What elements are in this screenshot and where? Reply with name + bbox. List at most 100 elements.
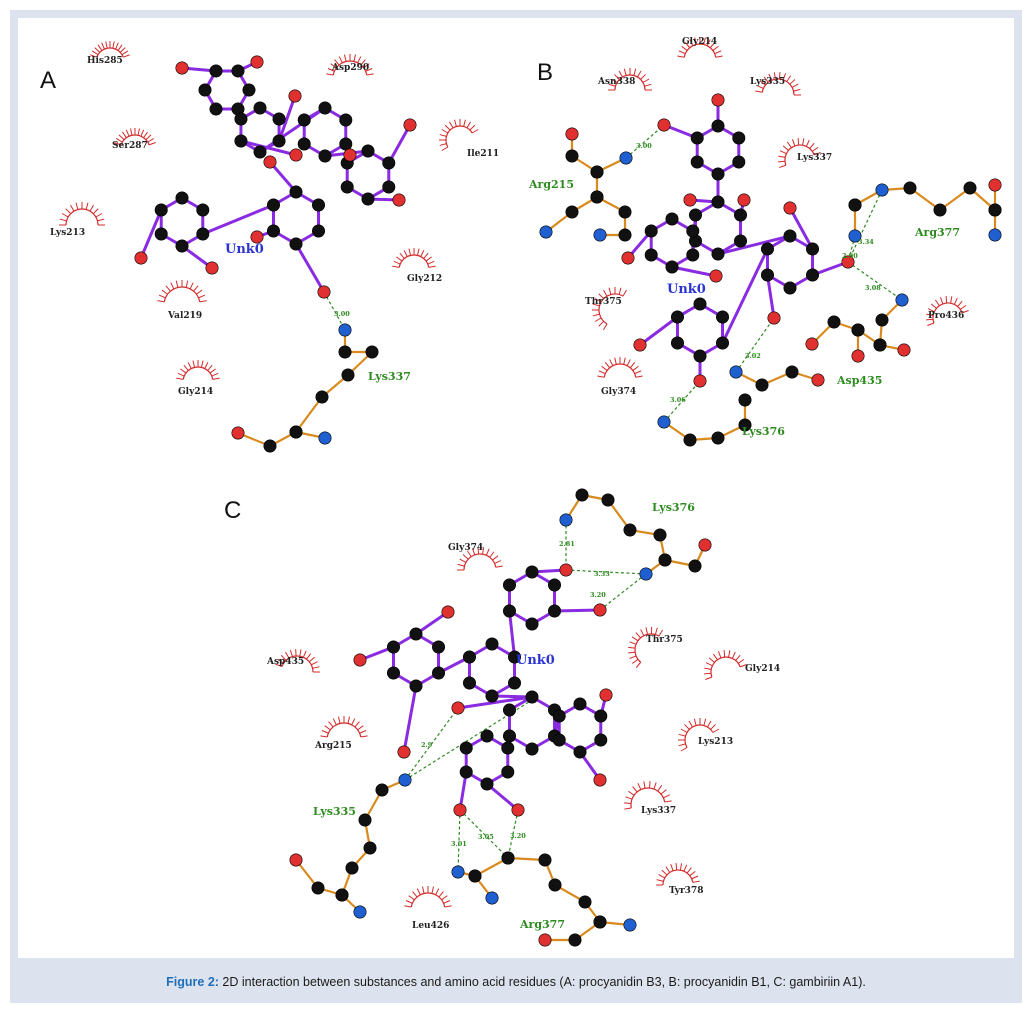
panel-c-residue-gly214: Gly214 [745, 664, 780, 674]
hydrophobic-spoke [92, 208, 99, 215]
hydrophobic-spoke [945, 296, 948, 304]
oxygen-atom [633, 338, 647, 352]
carbon-atom [502, 703, 516, 717]
carbon-atom [502, 604, 516, 618]
hydrophobic-spoke [768, 73, 773, 81]
hydrophobic-spoke [960, 304, 967, 310]
hydrophobic-spoke [343, 54, 347, 62]
hydrophobic-spoke [463, 119, 466, 127]
hydrophobic-spoke [930, 303, 937, 309]
hydrophobic-spoke [177, 372, 185, 377]
carbon-atom [234, 112, 248, 126]
nitrogen-atom [318, 431, 332, 445]
carbon-atom [783, 229, 797, 243]
hydrophobic-spoke [469, 124, 476, 131]
oxygen-atom [841, 255, 855, 269]
carbon-atom [231, 64, 245, 78]
carbon-atom [686, 224, 700, 238]
hydrophobic-spoke [624, 807, 632, 810]
nitrogen-atom [485, 891, 499, 905]
hydrophobic-spoke [691, 875, 699, 880]
oxygen-atom [737, 193, 751, 207]
panel-a-hbond-residue-lys337: Lys337 [368, 370, 411, 383]
hydrophobic-spoke [347, 716, 351, 724]
hydrophobic-spoke [275, 663, 283, 667]
hydrophobic-spoke [712, 653, 718, 660]
hydrophobic-spoke [622, 289, 627, 297]
nitrogen-atom [539, 225, 553, 239]
panel-c-residue-lys337: Lys337 [641, 806, 676, 816]
panel-a-residue-ile211: Ile211 [467, 149, 499, 159]
oxygen-atom [565, 127, 579, 141]
carbon-atom [578, 895, 592, 909]
hydrophobic-spoke [773, 72, 776, 80]
hbond-line [459, 809, 509, 859]
hydrophobic-spoke [708, 657, 715, 663]
hydrophobic-spoke [209, 368, 216, 374]
hydrophobic-spoke [482, 547, 485, 555]
hydrophobic-spoke [200, 360, 204, 368]
hydrophobic-spoke [604, 362, 611, 369]
hydrophobic-spoke [957, 300, 963, 307]
panel-b-hbond-distance-4: 3.08 [865, 284, 881, 292]
hydrophobic-spoke [632, 658, 639, 664]
hydrophobic-spoke [431, 886, 435, 894]
hydrophobic-spoke [421, 886, 425, 894]
hydrophobic-spoke [425, 256, 432, 262]
hydrophobic-spoke [718, 651, 722, 659]
oxygen-atom [709, 269, 723, 283]
hydrophobic-spoke [328, 721, 334, 728]
hydrophobic-spoke [926, 318, 934, 321]
hydrophobic-spoke [805, 139, 810, 147]
hydrogen-bonds [323, 124, 903, 873]
carbon-atom [711, 431, 725, 445]
hydrophobic-spoke [926, 313, 934, 316]
hydrophobic-spoke [703, 718, 707, 726]
carbon-atom [683, 433, 697, 447]
carbon-atom [755, 378, 769, 392]
panel-c-letter: C [224, 497, 241, 524]
bond [490, 694, 534, 699]
carbon-atom [538, 853, 552, 867]
oxygen-atom [403, 118, 417, 132]
oxygen-atom [805, 337, 819, 351]
hydrophobic-spoke [485, 548, 490, 556]
panel-c-residue-gly374: Gly374 [448, 543, 483, 553]
carbon-atom [154, 203, 168, 217]
hydrophobic-spoke [640, 74, 646, 80]
carbon-atom [618, 205, 632, 219]
hydrophobic-spoke [91, 50, 99, 56]
carbon-atom [623, 523, 637, 537]
carbon-atom [875, 313, 889, 327]
carbon-atom [196, 227, 210, 241]
hydrophobic-arc [932, 302, 963, 324]
hydrophobic-spoke [204, 362, 209, 369]
hydrophobic-spoke [119, 47, 126, 53]
hbond-line [507, 809, 519, 859]
hydrophobic-spoke [363, 63, 370, 69]
hydrophobic-spoke [399, 252, 405, 259]
carbon-atom [711, 247, 725, 261]
carbon-atom [341, 368, 355, 382]
hydrophobic-spoke [934, 299, 940, 306]
hydrophobic-spoke [357, 725, 364, 731]
hbond-line [404, 707, 459, 781]
hydrophobic-spoke [778, 155, 786, 158]
hydrophobic-spoke [614, 357, 617, 365]
carbon-atom [266, 198, 280, 212]
bond [294, 395, 324, 434]
hydrophobic-spoke [444, 124, 451, 131]
hydrophobic-spoke [189, 282, 194, 290]
hydrophobic-spoke [792, 139, 796, 147]
carbon-atom [312, 224, 326, 238]
hydrophobic-spoke [196, 289, 203, 295]
carbon-atom [690, 155, 704, 169]
carbon-atom [480, 729, 494, 743]
carbon-atom [760, 242, 774, 256]
hydrophobic-spoke [658, 629, 663, 637]
hydrophobic-arc [326, 722, 362, 738]
carbon-atom [565, 149, 579, 163]
hydrophobic-spoke [631, 636, 639, 642]
hydrophobic-spoke [137, 128, 140, 136]
hydrophobic-spoke [161, 289, 168, 295]
